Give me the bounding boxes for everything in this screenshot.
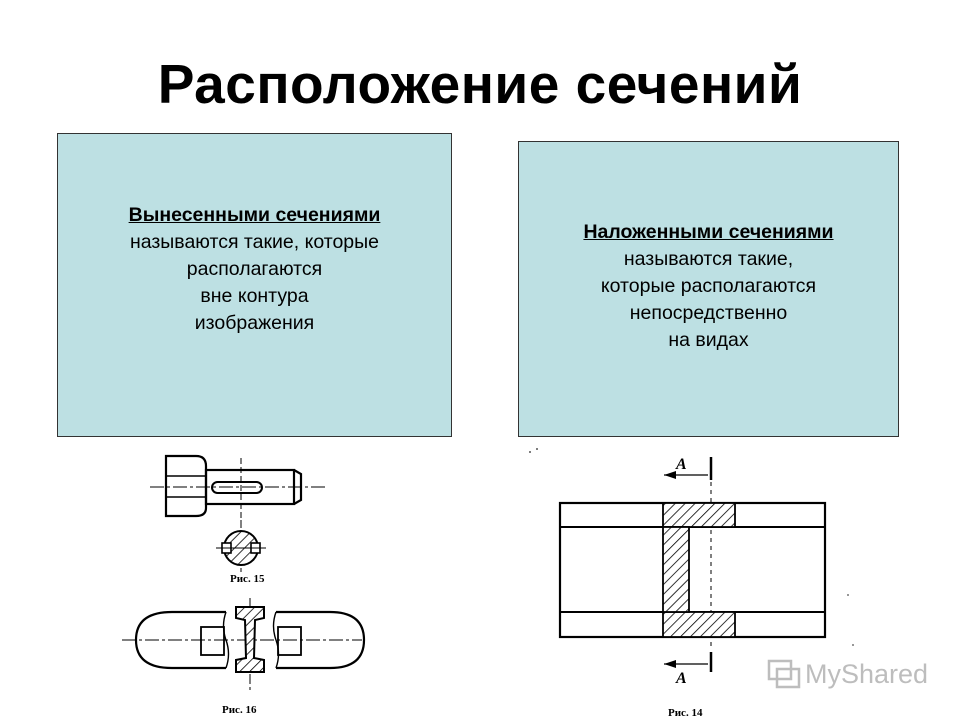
external-section-definition-box: Вынесенными сечениями называются такие, …	[57, 133, 452, 437]
fig15-removed-section	[216, 530, 266, 566]
external-section-line-1: называются такие, которые	[129, 231, 380, 253]
superimposed-section-line-3: непосредственно	[629, 302, 788, 324]
watermark-text: MyShared	[805, 659, 928, 689]
fig14-caption: Рис. 14	[668, 707, 703, 719]
fig14-drawing: А А	[529, 448, 854, 687]
superimposed-section-line-2: которые располагаются	[600, 275, 817, 297]
superimposed-section-line-4: на видах	[668, 329, 749, 351]
superimposed-section-line-1: называются такие,	[623, 248, 794, 270]
external-section-term: Вынесенными сечениями	[128, 204, 381, 226]
external-section-line-2: располагаются	[186, 258, 323, 280]
superimposed-section-term: Наложенными сечениями	[583, 221, 834, 243]
external-section-line-4: изображения	[194, 312, 315, 334]
superimposed-section-definition-box: Наложенными сечениями называются такие, …	[518, 141, 899, 437]
fig16-drawing	[122, 598, 366, 690]
external-section-line-3: вне контура	[200, 285, 309, 307]
fig16-caption: Рис. 16	[222, 704, 257, 716]
slide-title: Расположение сечений	[157, 53, 803, 115]
fig14-section-letter-bottom: А	[675, 670, 687, 687]
watermark-logo-icon	[767, 659, 801, 689]
fig15-caption: Рис. 15	[230, 573, 265, 585]
fig14-section-letter-top: А	[675, 456, 687, 473]
myshared-watermark: MyShared	[767, 659, 928, 689]
